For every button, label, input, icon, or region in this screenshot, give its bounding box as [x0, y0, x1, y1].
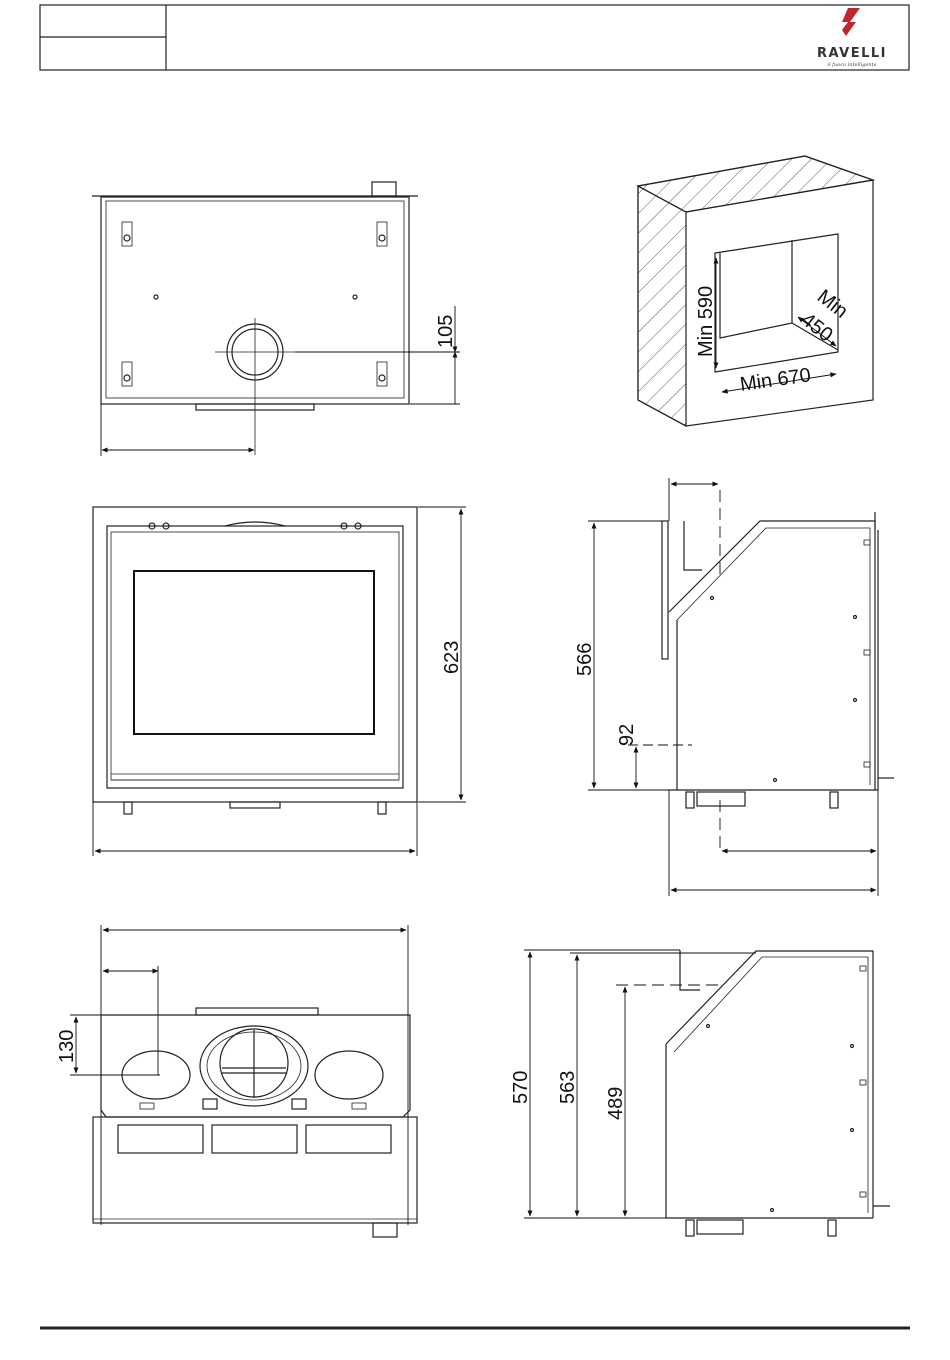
back-side-view: 570 563 489 [510, 950, 890, 1236]
dim-min-590: Min 590 [695, 286, 717, 357]
mounting-bracket [122, 222, 387, 386]
dim-623: 623 [441, 641, 463, 674]
ravelli-logo: RAVELLI il fuoco intelligente [817, 8, 887, 68]
dim-130: 130 [56, 1030, 78, 1063]
top-view: 105 [92, 182, 460, 456]
dim-570: 570 [510, 1071, 532, 1104]
flame-logo-icon [842, 8, 860, 36]
niche-isometric: Min 590 Min 450 Min 670 [638, 156, 873, 426]
flue-outlet-top [215, 318, 295, 455]
brand-name: RAVELLI [817, 46, 887, 61]
dim-566: 566 [574, 643, 596, 676]
dim-92: 92 [616, 724, 638, 746]
dim-105: 105 [435, 315, 457, 348]
dim-min-670: Min 670 [739, 364, 813, 396]
front-view: 623 [93, 507, 466, 856]
flue-outlet-bottom [200, 1026, 308, 1106]
bottom-view: 130 [56, 925, 417, 1237]
brand-tagline: il fuoco intelligente [827, 62, 876, 68]
dim-563: 563 [557, 1071, 579, 1104]
dim-489: 489 [605, 1087, 627, 1120]
side-view: 566 92 [574, 478, 894, 896]
air-inlet [122, 1051, 383, 1099]
title-block: RAVELLI il fuoco intelligente [40, 5, 909, 70]
